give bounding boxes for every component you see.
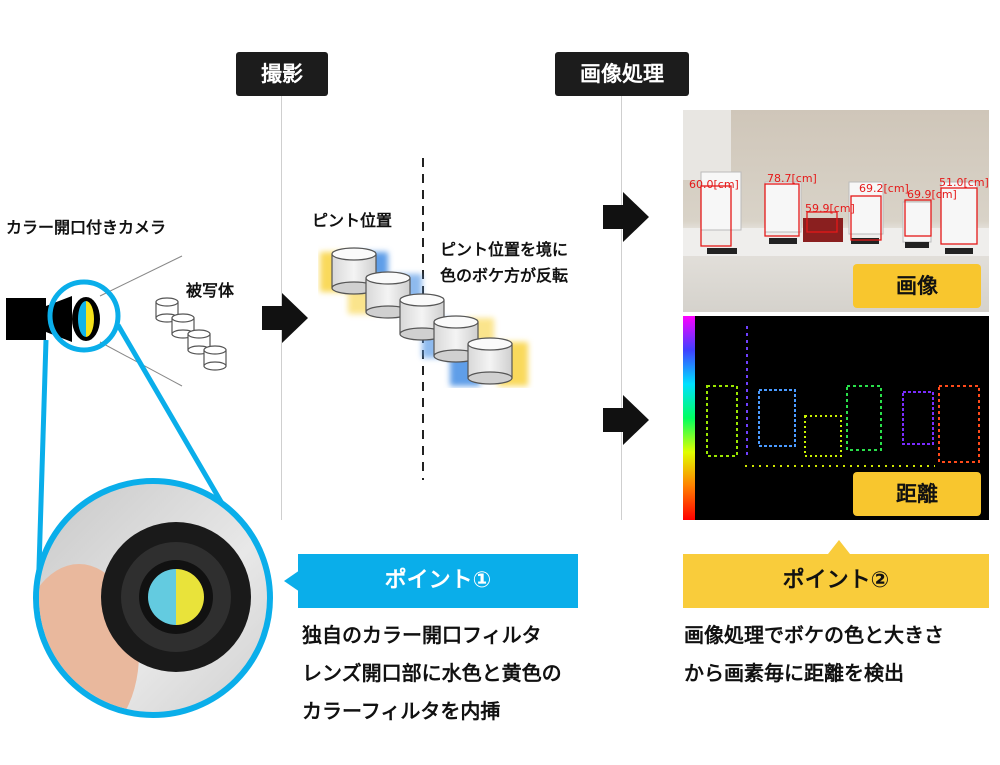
depth-colorbar [683, 316, 695, 520]
focus-label: ピント位置 [312, 211, 393, 230]
point1-line3: カラーフィルタを内挿 [302, 699, 501, 723]
point2-line1: 画像処理でボケの色と大きさ [684, 623, 944, 647]
measurement-label: 60.0[cm] [689, 178, 739, 191]
depth-tag: 距離 [853, 472, 981, 516]
point1-title: ポイント① [298, 554, 578, 608]
measurement-label: 69.2[cm] [859, 182, 909, 195]
color-aperture-filter [139, 560, 213, 634]
image-tag: 画像 [853, 264, 981, 308]
arrow-right-icon [603, 192, 649, 242]
callout-pointer [828, 540, 850, 554]
depth-panel: 距離 [683, 316, 989, 520]
camera-illustration [6, 255, 183, 387]
depth-map [706, 326, 980, 467]
scene-photo [683, 110, 989, 256]
measurement-label: 51.0[cm] [939, 176, 989, 189]
arrow-right-icon [262, 293, 308, 343]
subject-label: 被写体 [186, 281, 235, 300]
capture-header: 撮影 [236, 52, 328, 96]
focus-note-line1: ピント位置を境に [440, 240, 569, 259]
measurement-label: 69.9[cm] [907, 188, 957, 201]
point2-title: ポイント② [683, 554, 989, 608]
focus-cylinders [320, 247, 528, 386]
measurement-label: 78.7[cm] [767, 172, 817, 185]
camera-label: カラー開口付きカメラ [6, 218, 167, 237]
point1-line2: レンズ開口部に水色と黄色の [302, 661, 562, 685]
lens-photo [33, 478, 273, 718]
processing-guide-line [621, 96, 622, 520]
focus-note-line2: 色のボケ方が反転 [440, 266, 569, 285]
point1-line1: 独自のカラー開口フィルタ [302, 623, 542, 647]
callout-pointer [284, 570, 300, 592]
image-panel: 60.0[cm] 78.7[cm] 59.9[cm] 69.2[cm] 69.9… [683, 110, 989, 312]
measurement-label: 59.9[cm] [805, 202, 855, 215]
arrow-right-icon [603, 395, 649, 445]
subject-cylinders [155, 297, 227, 371]
point2-line2: から画素毎に距離を検出 [684, 661, 904, 685]
processing-header: 画像処理 [555, 52, 689, 96]
